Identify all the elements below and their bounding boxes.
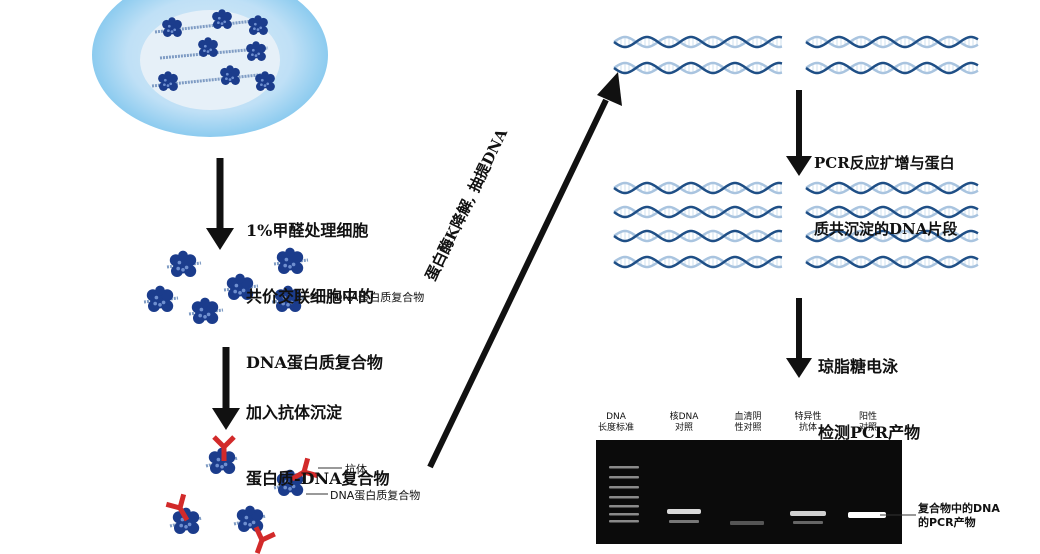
step-antibody: 加入抗体沉淀 蛋白质-DNA复合物 xyxy=(246,358,390,512)
label-pcr-product-line-1: 复合物中的DNA xyxy=(918,502,1000,515)
gel-lane-label-ladder-line-1: DNA xyxy=(606,412,626,422)
gel-lane-label-ladder: DNA 长度标准 xyxy=(594,412,638,434)
gel-lane-label-antibody-line-1: 特异性 xyxy=(794,412,822,422)
gel-lane-label-positive-line-1: 阳性 xyxy=(858,412,877,422)
dna-helix xyxy=(805,35,979,49)
step-gel-line-2: 检测PCR产物 xyxy=(818,423,921,442)
chromatin-strand xyxy=(188,308,224,316)
ladder-band xyxy=(609,520,639,523)
ladder-band xyxy=(609,486,639,489)
protein-blob xyxy=(212,9,232,29)
band-positive-control xyxy=(848,512,886,518)
dna-helix xyxy=(805,61,979,75)
step-pcr: PCR反应扩增与蛋白 质共沉淀的DNA片段 xyxy=(814,108,957,262)
protein-blob xyxy=(146,285,174,312)
complex-cluster-1 xyxy=(143,247,309,324)
antibody-icon xyxy=(290,457,319,482)
step-pcr-line-1: PCR反应扩增与蛋白 xyxy=(814,154,955,172)
label-pcr-product: 复合物中的DNA 的PCR产物 xyxy=(918,502,1000,530)
chromatin-strand xyxy=(166,261,202,269)
cell-chromatin xyxy=(151,9,275,91)
dna-helix xyxy=(805,229,979,243)
dna-helices xyxy=(613,35,979,269)
ladder-band xyxy=(609,513,639,516)
label-pcr-product-line-2: 的PCR产物 xyxy=(918,516,976,529)
dna-helix xyxy=(613,255,783,269)
antibody-icon xyxy=(165,493,190,522)
protein-blob xyxy=(220,65,240,85)
dna-helix xyxy=(805,255,979,269)
protein-blob xyxy=(191,297,219,324)
dna-helix xyxy=(613,181,783,195)
ladder-band xyxy=(609,476,639,479)
gel-lane-label-antibody: 特异性 抗体 xyxy=(786,412,830,434)
dna-helix xyxy=(613,61,783,75)
step-crosslink-line-2: 共价交联细胞中的 xyxy=(246,287,375,306)
cell xyxy=(92,0,328,137)
gel-lane-label-serum-line-2: 性对照 xyxy=(734,423,762,433)
protein-blob xyxy=(226,273,254,300)
protein-blob xyxy=(158,71,178,91)
dna-helix xyxy=(613,205,783,219)
protein-blob xyxy=(246,41,266,61)
arrow-down-4 xyxy=(786,298,812,378)
arrow-down-1 xyxy=(206,158,234,250)
ladder-band xyxy=(609,466,639,469)
chromatin-strand xyxy=(273,258,309,266)
gel-lane-label-nuclear-line-1: 核DNA xyxy=(669,412,699,422)
label-complex-2: DNA蛋白质复合物 xyxy=(330,489,421,502)
protein-blob xyxy=(169,250,197,277)
gel-lane-label-ladder-line-2: 长度标准 xyxy=(597,423,634,433)
protein-blob xyxy=(172,507,200,534)
protein-blob xyxy=(255,71,275,91)
gel-lane-label-antibody-line-2: 抗体 xyxy=(798,423,817,433)
protein-blob xyxy=(274,285,302,312)
protein-blob xyxy=(248,15,268,35)
chromatin-strand xyxy=(271,296,307,304)
ladder-band xyxy=(609,496,639,499)
label-complex-1: DNA蛋白质复合物 xyxy=(334,291,425,304)
ladder-band xyxy=(609,505,639,508)
ladder-bands xyxy=(609,466,639,523)
protein-blob xyxy=(276,247,304,274)
step-crosslink-line-1: 1%甲醛处理细胞 xyxy=(246,221,369,240)
band-specific-antibody-faint xyxy=(793,521,823,524)
band-serum-negative xyxy=(730,521,764,525)
gel-lane-label-nuclear-line-2: 对照 xyxy=(674,423,693,433)
step-gel-line-1: 琼脂糖电泳 xyxy=(818,357,899,376)
arrow-diagonal xyxy=(427,72,622,469)
band-nuclear-dna-faint xyxy=(669,520,699,523)
protein-blob xyxy=(198,37,218,57)
chromatin-strand xyxy=(143,296,179,304)
complex-cluster-2 xyxy=(165,435,319,554)
step-crosslink-line-3: DNA蛋白质复合物 xyxy=(246,353,383,372)
step-antibody-line-1: 加入抗体沉淀 xyxy=(246,403,343,422)
antibody-icon xyxy=(212,435,236,461)
dna-helix xyxy=(613,35,783,49)
gel-lane-label-nuclear: 核DNA 对照 xyxy=(662,412,706,434)
dna-helix xyxy=(805,205,979,219)
antibody-icon xyxy=(253,526,276,554)
arrow-down-3 xyxy=(786,90,812,176)
step-crosslink: 1%甲醛处理细胞 共价交联细胞中的 DNA蛋白质复合物 xyxy=(246,176,383,396)
step-antibody-line-2: 蛋白质-DNA复合物 xyxy=(246,469,390,488)
gel-lane-label-positive: 阳性 对照 xyxy=(846,412,890,434)
step-pcr-line-2: 质共沉淀的DNA片段 xyxy=(814,220,958,238)
gel-lane-label-positive-line-2: 对照 xyxy=(858,423,877,433)
gel-lane-label-serum-line-1: 血清阴 xyxy=(734,412,762,422)
arrow-down-2 xyxy=(212,347,240,430)
protein-blob xyxy=(162,17,182,37)
gel-lane-label-serum: 血清阴 性对照 xyxy=(726,412,770,434)
step-gel: 琼脂糖电泳 检测PCR产物 xyxy=(818,312,920,466)
chromatin-strand xyxy=(223,284,259,292)
protein-blob xyxy=(236,505,264,532)
dna-helix xyxy=(613,229,783,243)
dna-helix xyxy=(805,181,979,195)
band-specific-antibody xyxy=(790,511,826,516)
gel xyxy=(596,440,916,544)
band-nuclear-dna xyxy=(667,509,701,514)
label-antibody: 抗体 xyxy=(345,463,367,476)
